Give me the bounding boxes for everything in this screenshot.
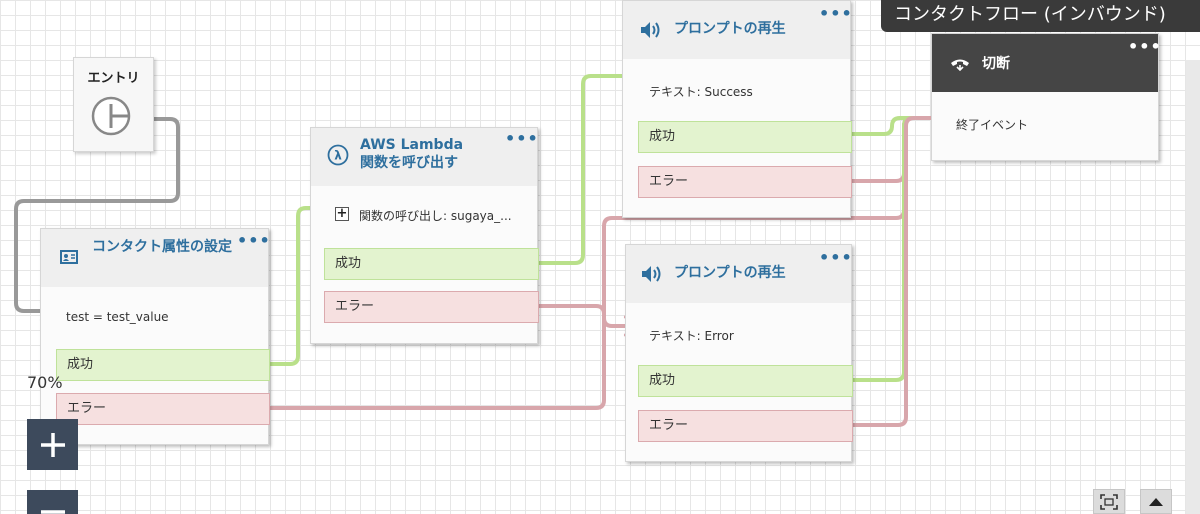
triangle-up-icon bbox=[1149, 497, 1163, 506]
branch-error[interactable]: エラー bbox=[638, 410, 853, 442]
play-prompt-success-block[interactable]: プロンプトの再生 ••• テキスト: Success 成功 エラー bbox=[622, 0, 853, 218]
block-parameter: テキスト: Error bbox=[649, 329, 734, 343]
branch-success[interactable]: 成功 bbox=[638, 365, 853, 397]
disconnect-block[interactable]: 切断 ••• 終了イベント bbox=[931, 33, 1162, 161]
plus-icon bbox=[40, 432, 65, 457]
block-parameter: test = test_value bbox=[66, 310, 169, 324]
speaker-icon bbox=[639, 19, 661, 41]
connector-set-attrs-success-to-lambda bbox=[260, 206, 315, 366]
expand-plus-icon[interactable]: + bbox=[335, 206, 349, 221]
block-title: プロンプトの再生 bbox=[674, 265, 786, 281]
block-header bbox=[41, 229, 268, 287]
entry-point-icon bbox=[91, 96, 131, 136]
svg-text:λ: λ bbox=[334, 149, 342, 163]
block-header bbox=[623, 1, 850, 59]
connector-prompt-error-err-to-disconnect bbox=[844, 116, 934, 427]
play-prompt-error-block[interactable]: プロンプトの再生 ••• テキスト: Error 成功 エラー bbox=[625, 244, 853, 462]
connector-lambda-error-to-prompt-error bbox=[528, 304, 628, 328]
block-menu-button[interactable]: ••• bbox=[237, 231, 271, 250]
block-header bbox=[311, 128, 537, 186]
block-title: 切断 bbox=[982, 56, 1010, 72]
connector-entry-to-set-attrs bbox=[14, 117, 180, 313]
entry-title: エントリ bbox=[87, 71, 140, 86]
zoom-level: 70% bbox=[27, 373, 63, 392]
block-title-line1: AWS Lambda bbox=[360, 137, 464, 153]
block-menu-button[interactable]: ••• bbox=[1128, 37, 1162, 56]
block-menu-button[interactable]: ••• bbox=[819, 248, 853, 267]
block-header bbox=[626, 245, 851, 303]
flow-type-title: コンタクトフロー (インバウンド) bbox=[881, 0, 1200, 32]
connector-prompt-error-ok-to-disconnect bbox=[844, 116, 934, 382]
branch-error[interactable]: エラー bbox=[638, 166, 852, 198]
speaker-icon bbox=[640, 263, 662, 285]
connector-prompt-success-ok-to-disconnect bbox=[844, 116, 934, 136]
contact-card-icon bbox=[58, 246, 80, 268]
connector-lambda-success-to-prompt-success bbox=[528, 74, 628, 265]
block-menu-button[interactable]: ••• bbox=[505, 129, 539, 148]
block-parameter: 終了イベント bbox=[956, 118, 1029, 132]
set-contact-attributes-block[interactable]: コンタクト属性の設定 ••• test = test_value 成功 エラー bbox=[40, 228, 271, 445]
block-title-line2: 関数を呼び出す bbox=[360, 155, 458, 171]
connector-prompt-success-err-to-disconnect bbox=[844, 116, 934, 183]
branch-error[interactable]: エラー bbox=[56, 393, 270, 425]
entry-block[interactable]: エントリ bbox=[73, 57, 154, 152]
vertical-scrollbar[interactable] bbox=[1186, 60, 1200, 514]
branch-error[interactable]: エラー bbox=[324, 291, 539, 323]
invoke-lambda-block[interactable]: λ AWS Lambda 関数を呼び出す ••• + 関数の呼び出し: suga… bbox=[310, 127, 539, 344]
block-header bbox=[932, 34, 1158, 92]
branch-success[interactable]: 成功 bbox=[324, 248, 539, 280]
collapse-panel-button[interactable] bbox=[1140, 489, 1172, 514]
zoom-out-button[interactable] bbox=[27, 490, 78, 514]
branch-success[interactable]: 成功 bbox=[638, 121, 852, 153]
block-parameter: テキスト: Success bbox=[649, 85, 753, 99]
fit-to-screen-button[interactable] bbox=[1093, 489, 1125, 514]
block-menu-button[interactable]: ••• bbox=[819, 4, 853, 23]
hang-up-icon bbox=[949, 52, 971, 74]
fit-screen-icon bbox=[1100, 493, 1118, 510]
block-title: プロンプトの再生 bbox=[674, 21, 786, 37]
branch-success[interactable]: 成功 bbox=[56, 349, 270, 381]
minus-icon bbox=[40, 510, 65, 514]
block-title: コンタクト属性の設定 bbox=[92, 239, 232, 255]
lambda-icon: λ bbox=[327, 144, 349, 166]
block-parameter: 関数の呼び出し: sugaya_... bbox=[359, 209, 512, 223]
zoom-in-button[interactable] bbox=[27, 419, 78, 470]
